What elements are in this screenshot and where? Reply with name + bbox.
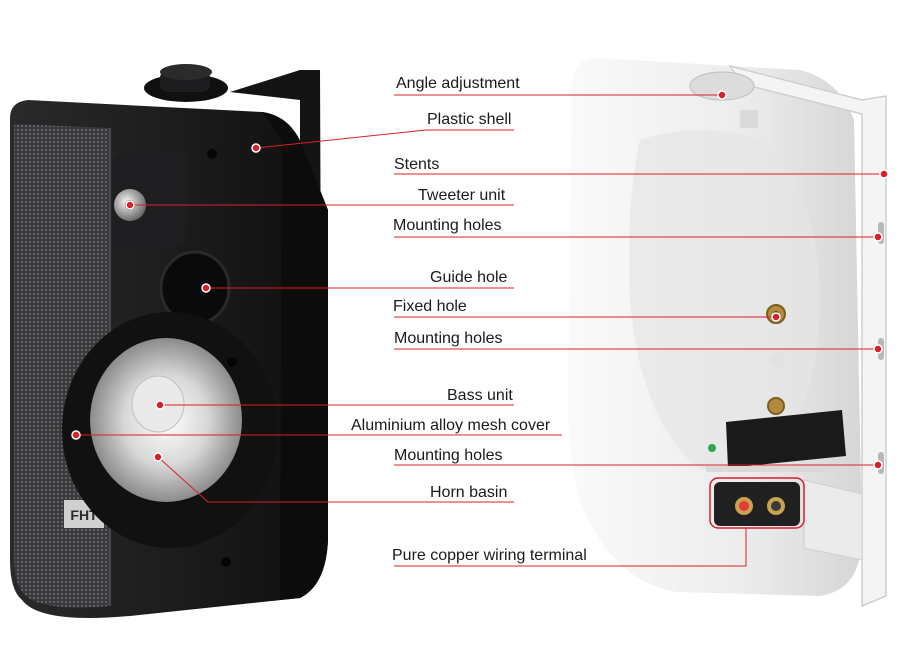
label-aluminium-mesh: Aluminium alloy mesh cover [351,417,551,434]
label-mounting-holes-top: Mounting holes [393,217,502,234]
callout-lines [76,94,884,567]
tweeter-housing [112,150,189,248]
label-mounting-holes-middle: Mounting holes [394,330,503,347]
stents-bracket [728,64,887,608]
spec-sticker [726,410,846,468]
black-speaker-front: FHT [10,64,328,618]
label-mounting-holes-bottom: Mounting holes [394,447,503,464]
label-stents: Stents [394,156,440,173]
white-angle-knob [689,71,755,101]
label-copper-terminal: Pure copper wiring terminal [392,547,587,564]
label-bass-unit: Bass unit [447,387,513,404]
svg-text:FHT: FHT [70,507,98,523]
callout-dots [71,90,889,470]
label-fixed-hole: Fixed hole [393,298,467,315]
label-horn-basin: Horn basin [430,484,508,501]
terminal-plate [714,482,800,526]
label-plastic-shell: Plastic shell [427,111,512,128]
label-tweeter-unit: Tweeter unit [418,187,506,204]
label-angle-adjustment: Angle adjustment [396,75,520,92]
white-speaker-back [568,58,887,608]
label-guide-hole: Guide hole [430,269,508,286]
